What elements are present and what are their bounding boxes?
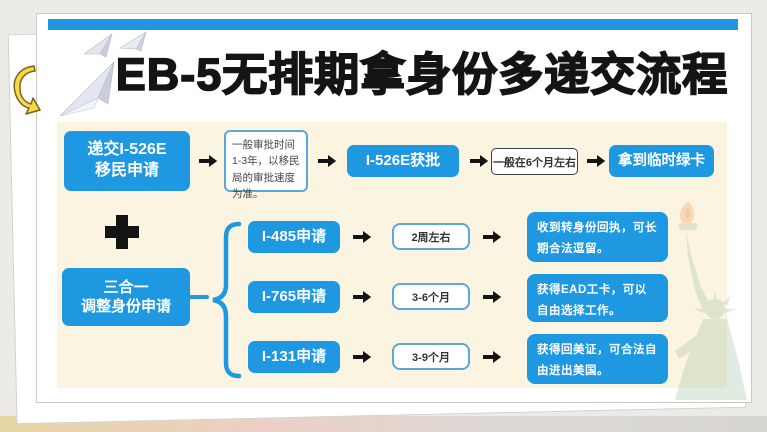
statue-of-liberty-icon [675,201,747,400]
i131-duration-box: 3-9个月 [392,343,470,370]
arrow-icon [482,230,502,244]
approval-note-box: 一般审批时间1-3年，以移民局的审批速度为准。 [224,130,308,200]
i485-label: I-485申请 [261,228,327,246]
i526e-approved-label: I-526E获批 [365,152,441,170]
plus-icon [105,215,139,249]
three-in-one-line1: 三合一 [103,278,149,296]
brace-icon [212,221,242,379]
arrow-icon [352,290,372,304]
arrow-icon [317,154,337,168]
i526e-approved-box: I-526E获批 [347,145,459,177]
page-title: EB-5无排期拿身份多递交流程 [115,48,729,101]
header-accent-bar [48,19,738,30]
i485-duration-box: 2周左右 [392,223,470,250]
arrow-icon [482,290,502,304]
brace-connector-line [187,295,209,299]
temp-green-card-label: 拿到临时绿卡 [618,152,705,169]
six-month-duration-box: 一般在6个月左右 [491,148,578,175]
i765-duration-box: 3-6个月 [392,283,470,310]
arrow-icon [482,350,502,364]
arrow-icon [198,154,218,168]
i131-result-box: 获得回美证，可合法自由进出美国。 [527,334,668,384]
submit-i526e-box: 递交I-526E 移民申请 [64,131,190,191]
i765-application-box: I-765申请 [248,281,340,313]
i485-application-box: I-485申请 [248,221,340,253]
curved-arrow-icon [13,65,41,115]
three-in-one-box: 三合一 调整身份申请 [62,268,190,326]
submit-i526e-line1: 递交I-526E [87,141,167,159]
arrow-icon [352,350,372,364]
three-in-one-line2: 调整身份申请 [80,298,171,315]
i765-result-box: 获得EAD工卡，可以自由选择工作。 [527,274,668,322]
i765-label: I-765申请 [261,288,327,306]
i131-label: I-131申请 [261,348,327,366]
i485-result-box: 收到转身份回执，可长期合法逗留。 [527,212,668,262]
paper-plane-icon [59,31,147,117]
arrow-icon [586,154,606,168]
submit-i526e-line2: 移民申请 [94,162,159,179]
arrow-icon [469,154,489,168]
temp-green-card-box: 拿到临时绿卡 [609,145,714,177]
arrow-icon [352,230,372,244]
i131-application-box: I-131申请 [248,341,340,373]
